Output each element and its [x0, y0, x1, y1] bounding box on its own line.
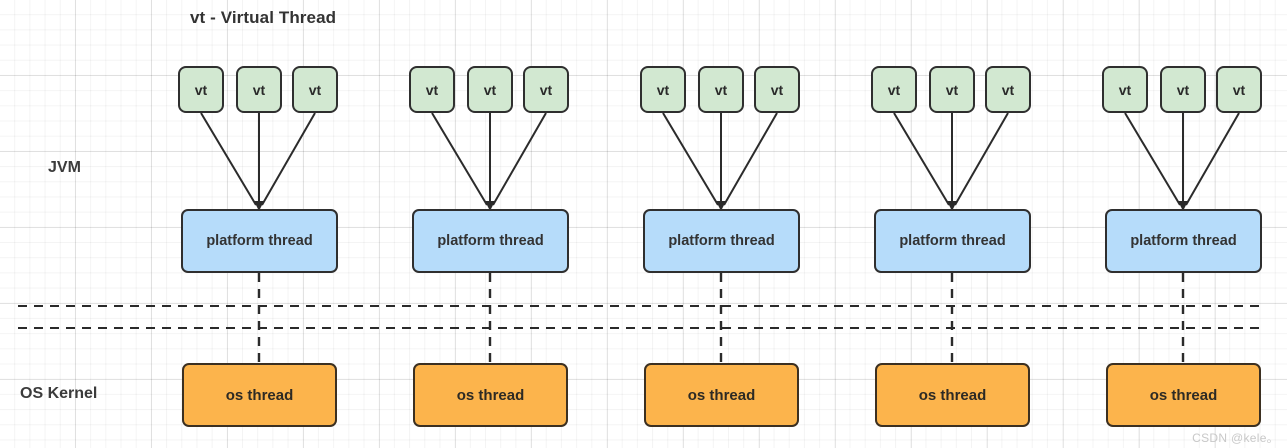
virtual-thread-box[interactable]: vt — [523, 66, 569, 113]
virtual-thread-box[interactable]: vt — [754, 66, 800, 113]
virtual-thread-box[interactable]: vt — [292, 66, 338, 113]
platform-thread-box[interactable]: platform thread — [874, 209, 1031, 273]
platform-thread-box[interactable]: platform thread — [181, 209, 338, 273]
os-thread-box[interactable]: os thread — [1106, 363, 1261, 427]
zone-label-os-kernel: OS Kernel — [20, 385, 98, 402]
virtual-thread-box[interactable]: vt — [698, 66, 744, 113]
os-thread-box[interactable]: os thread — [413, 363, 568, 427]
os-thread-box[interactable]: os thread — [644, 363, 799, 427]
virtual-thread-box[interactable]: vt — [929, 66, 975, 113]
virtual-thread-box[interactable]: vt — [640, 66, 686, 113]
os-thread-box[interactable]: os thread — [182, 363, 337, 427]
virtual-thread-box[interactable]: vt — [871, 66, 917, 113]
platform-thread-box[interactable]: platform thread — [412, 209, 569, 273]
diagram-title: vt - Virtual Thread — [190, 8, 337, 27]
os-thread-box[interactable]: os thread — [875, 363, 1030, 427]
zone-label-jvm: JVM — [48, 159, 81, 176]
virtual-thread-box[interactable]: vt — [178, 66, 224, 113]
jvm-os-boundary — [18, 305, 1262, 329]
virtual-thread-box[interactable]: vt — [409, 66, 455, 113]
virtual-thread-box[interactable]: vt — [236, 66, 282, 113]
virtual-thread-box[interactable]: vt — [1102, 66, 1148, 113]
virtual-thread-box[interactable]: vt — [1160, 66, 1206, 113]
virtual-thread-box[interactable]: vt — [467, 66, 513, 113]
virtual-thread-box[interactable]: vt — [985, 66, 1031, 113]
platform-thread-box[interactable]: platform thread — [643, 209, 800, 273]
watermark: CSDN @kele。 — [1192, 431, 1279, 445]
virtual-thread-box[interactable]: vt — [1216, 66, 1262, 113]
platform-thread-box[interactable]: platform thread — [1105, 209, 1262, 273]
